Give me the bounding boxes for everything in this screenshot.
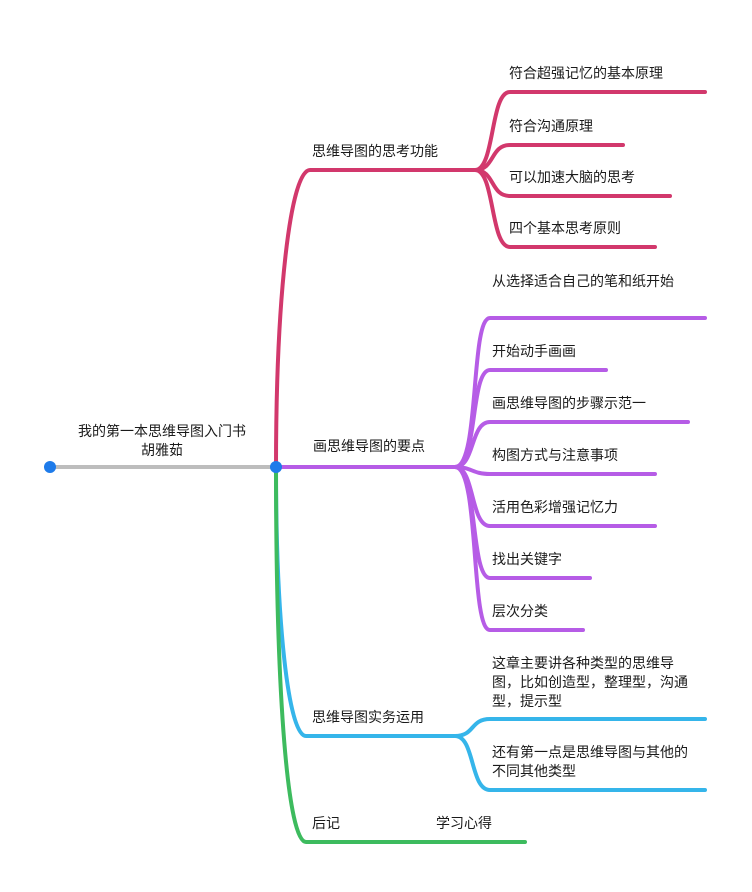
node-memory-principle[interactable]: 符合超强记忆的基本原理 (509, 66, 663, 82)
node-start-drawing[interactable]: 开始动手画画 (492, 344, 576, 360)
child-connector (453, 717, 707, 738)
node-learning-notes[interactable]: 学习心得 (436, 816, 492, 832)
branch-afterword (274, 465, 527, 844)
main-topic-collapse-handle[interactable] (270, 461, 282, 473)
node-hierarchy[interactable]: 层次分类 (492, 604, 548, 620)
root-title-line1: 我的第一本思维导图入门书 (78, 424, 246, 440)
root-collapse-handle[interactable] (44, 461, 56, 473)
node-use-color[interactable]: 活用色彩增强记忆力 (492, 500, 618, 516)
child-connector (453, 420, 690, 469)
node-map-types[interactable]: 这章主要讲各种类型的思维导图，比如创造型，整理型，沟通型，提示型 (492, 656, 688, 710)
node-differences[interactable]: 还有第一点是思维导图与其他的不同其他类型 (492, 745, 688, 780)
branch-thinking-functions (274, 90, 707, 469)
child-connector (453, 465, 657, 476)
node-composition[interactable]: 构图方式与注意事项 (492, 448, 618, 464)
node-steps-demo[interactable]: 画思维导图的步骤示范一 (492, 396, 646, 412)
branch-drawing-points (274, 316, 707, 632)
child-connector (453, 465, 585, 632)
branch-label-afterword[interactable]: 后记 (312, 816, 340, 832)
root-topic[interactable]: 我的第一本思维导图入门书 胡雅茹 (57, 423, 267, 461)
branch-connector (274, 465, 527, 844)
node-choose-pen-paper[interactable]: 从选择适合自己的笔和纸开始 (492, 274, 674, 290)
node-find-keywords[interactable]: 找出关键字 (492, 552, 562, 568)
child-connector (453, 316, 707, 469)
node-accelerate-thinking[interactable]: 可以加速大脑的思考 (509, 170, 635, 186)
node-communication-principle[interactable]: 符合沟通原理 (509, 119, 593, 135)
child-connector (473, 143, 625, 172)
child-connector (473, 90, 707, 172)
node-four-principles[interactable]: 四个基本思考原则 (509, 221, 621, 237)
root-title-line2: 胡雅茹 (141, 443, 183, 459)
branch-connector (274, 465, 457, 738)
branch-label-practical-use[interactable]: 思维导图实务运用 (312, 710, 424, 726)
branch-connector (274, 168, 477, 469)
branch-label-thinking-functions[interactable]: 思维导图的思考功能 (312, 144, 438, 160)
child-connector (473, 168, 657, 249)
child-connector (453, 734, 707, 792)
branch-label-drawing-points[interactable]: 画思维导图的要点 (313, 439, 425, 455)
